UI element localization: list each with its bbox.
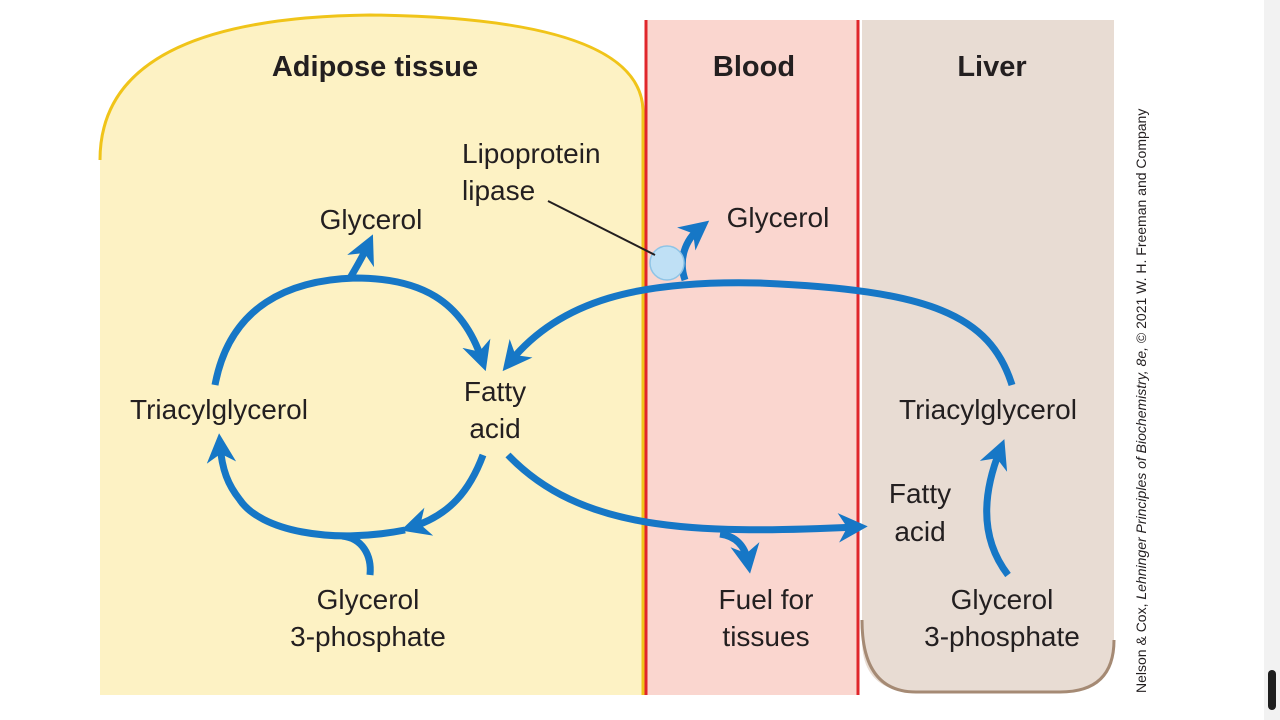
blood-glycerol-label: Glycerol	[727, 202, 830, 233]
liver-fatty-acid-label-1: Fatty	[889, 478, 951, 509]
credit-title: Lehninger Principles of Biochemistry, 8e…	[1133, 347, 1149, 600]
adipose-region-border	[98, 13, 645, 695]
fuel-label-2: tissues	[722, 621, 809, 652]
liver-region	[862, 20, 1114, 692]
adipose-region	[100, 15, 643, 695]
adipose-g3p-label-1: Glycerol	[317, 584, 420, 615]
arrow-branch-glycerol	[346, 234, 374, 280]
blood-title: Blood	[713, 51, 795, 83]
credit-authors: Nelson & Cox,	[1133, 600, 1149, 693]
copyright-credit: Nelson & Cox, Lehninger Principles of Bi…	[1133, 109, 1149, 693]
adipose-fatty-acid-label-1: Fatty	[464, 376, 526, 407]
liver-region-border	[860, 619, 1116, 694]
liver-fatty-acid-label-2: acid	[894, 516, 945, 547]
lipase-leader-line	[547, 200, 656, 256]
liver-title: Liver	[957, 51, 1026, 83]
adipose-g3p-label-2: 3-phosphate	[290, 621, 446, 652]
arrow-fatty-acid-to-esterification	[400, 453, 487, 536]
lipoprotein-lipase-enzyme	[649, 245, 685, 281]
adipose-triacylglycerol-label: Triacylglycerol	[130, 394, 308, 425]
arrow-liver-g3p-to-tag	[979, 439, 1011, 578]
liver-triacylglycerol-label: Triacylglycerol	[899, 394, 1077, 425]
arrow-fatty-acid-to-liver	[505, 452, 868, 543]
fuel-label-1: Fuel for	[719, 584, 814, 615]
adipose-glycerol-label: Glycerol	[320, 204, 423, 235]
adipose-fatty-acid-label-2: acid	[469, 413, 520, 444]
lipoprotein-lipase-label-1: Lipoprotein	[462, 138, 601, 169]
arrow-liver-to-adipose	[502, 279, 1016, 387]
liver-g3p-label-1: Glycerol	[951, 584, 1054, 615]
adipose-title: Adipose tissue	[272, 51, 478, 83]
lipoprotein-lipase-label-2: lipase	[462, 175, 535, 206]
liver-g3p-label-2: 3-phosphate	[924, 621, 1080, 652]
arrow-fuel-for-tissues	[719, 530, 760, 574]
arrow-lipase-glycerol	[677, 220, 710, 282]
blood-region	[646, 20, 858, 695]
scrollbar-thumb[interactable]	[1268, 670, 1276, 710]
arrow-tag-to-fatty-acid	[211, 274, 491, 386]
vertical-scrollbar[interactable]	[1264, 0, 1280, 720]
arrow-g3p-input	[341, 532, 374, 576]
credit-publisher: © 2021 W. H. Freeman and Company	[1133, 109, 1149, 347]
